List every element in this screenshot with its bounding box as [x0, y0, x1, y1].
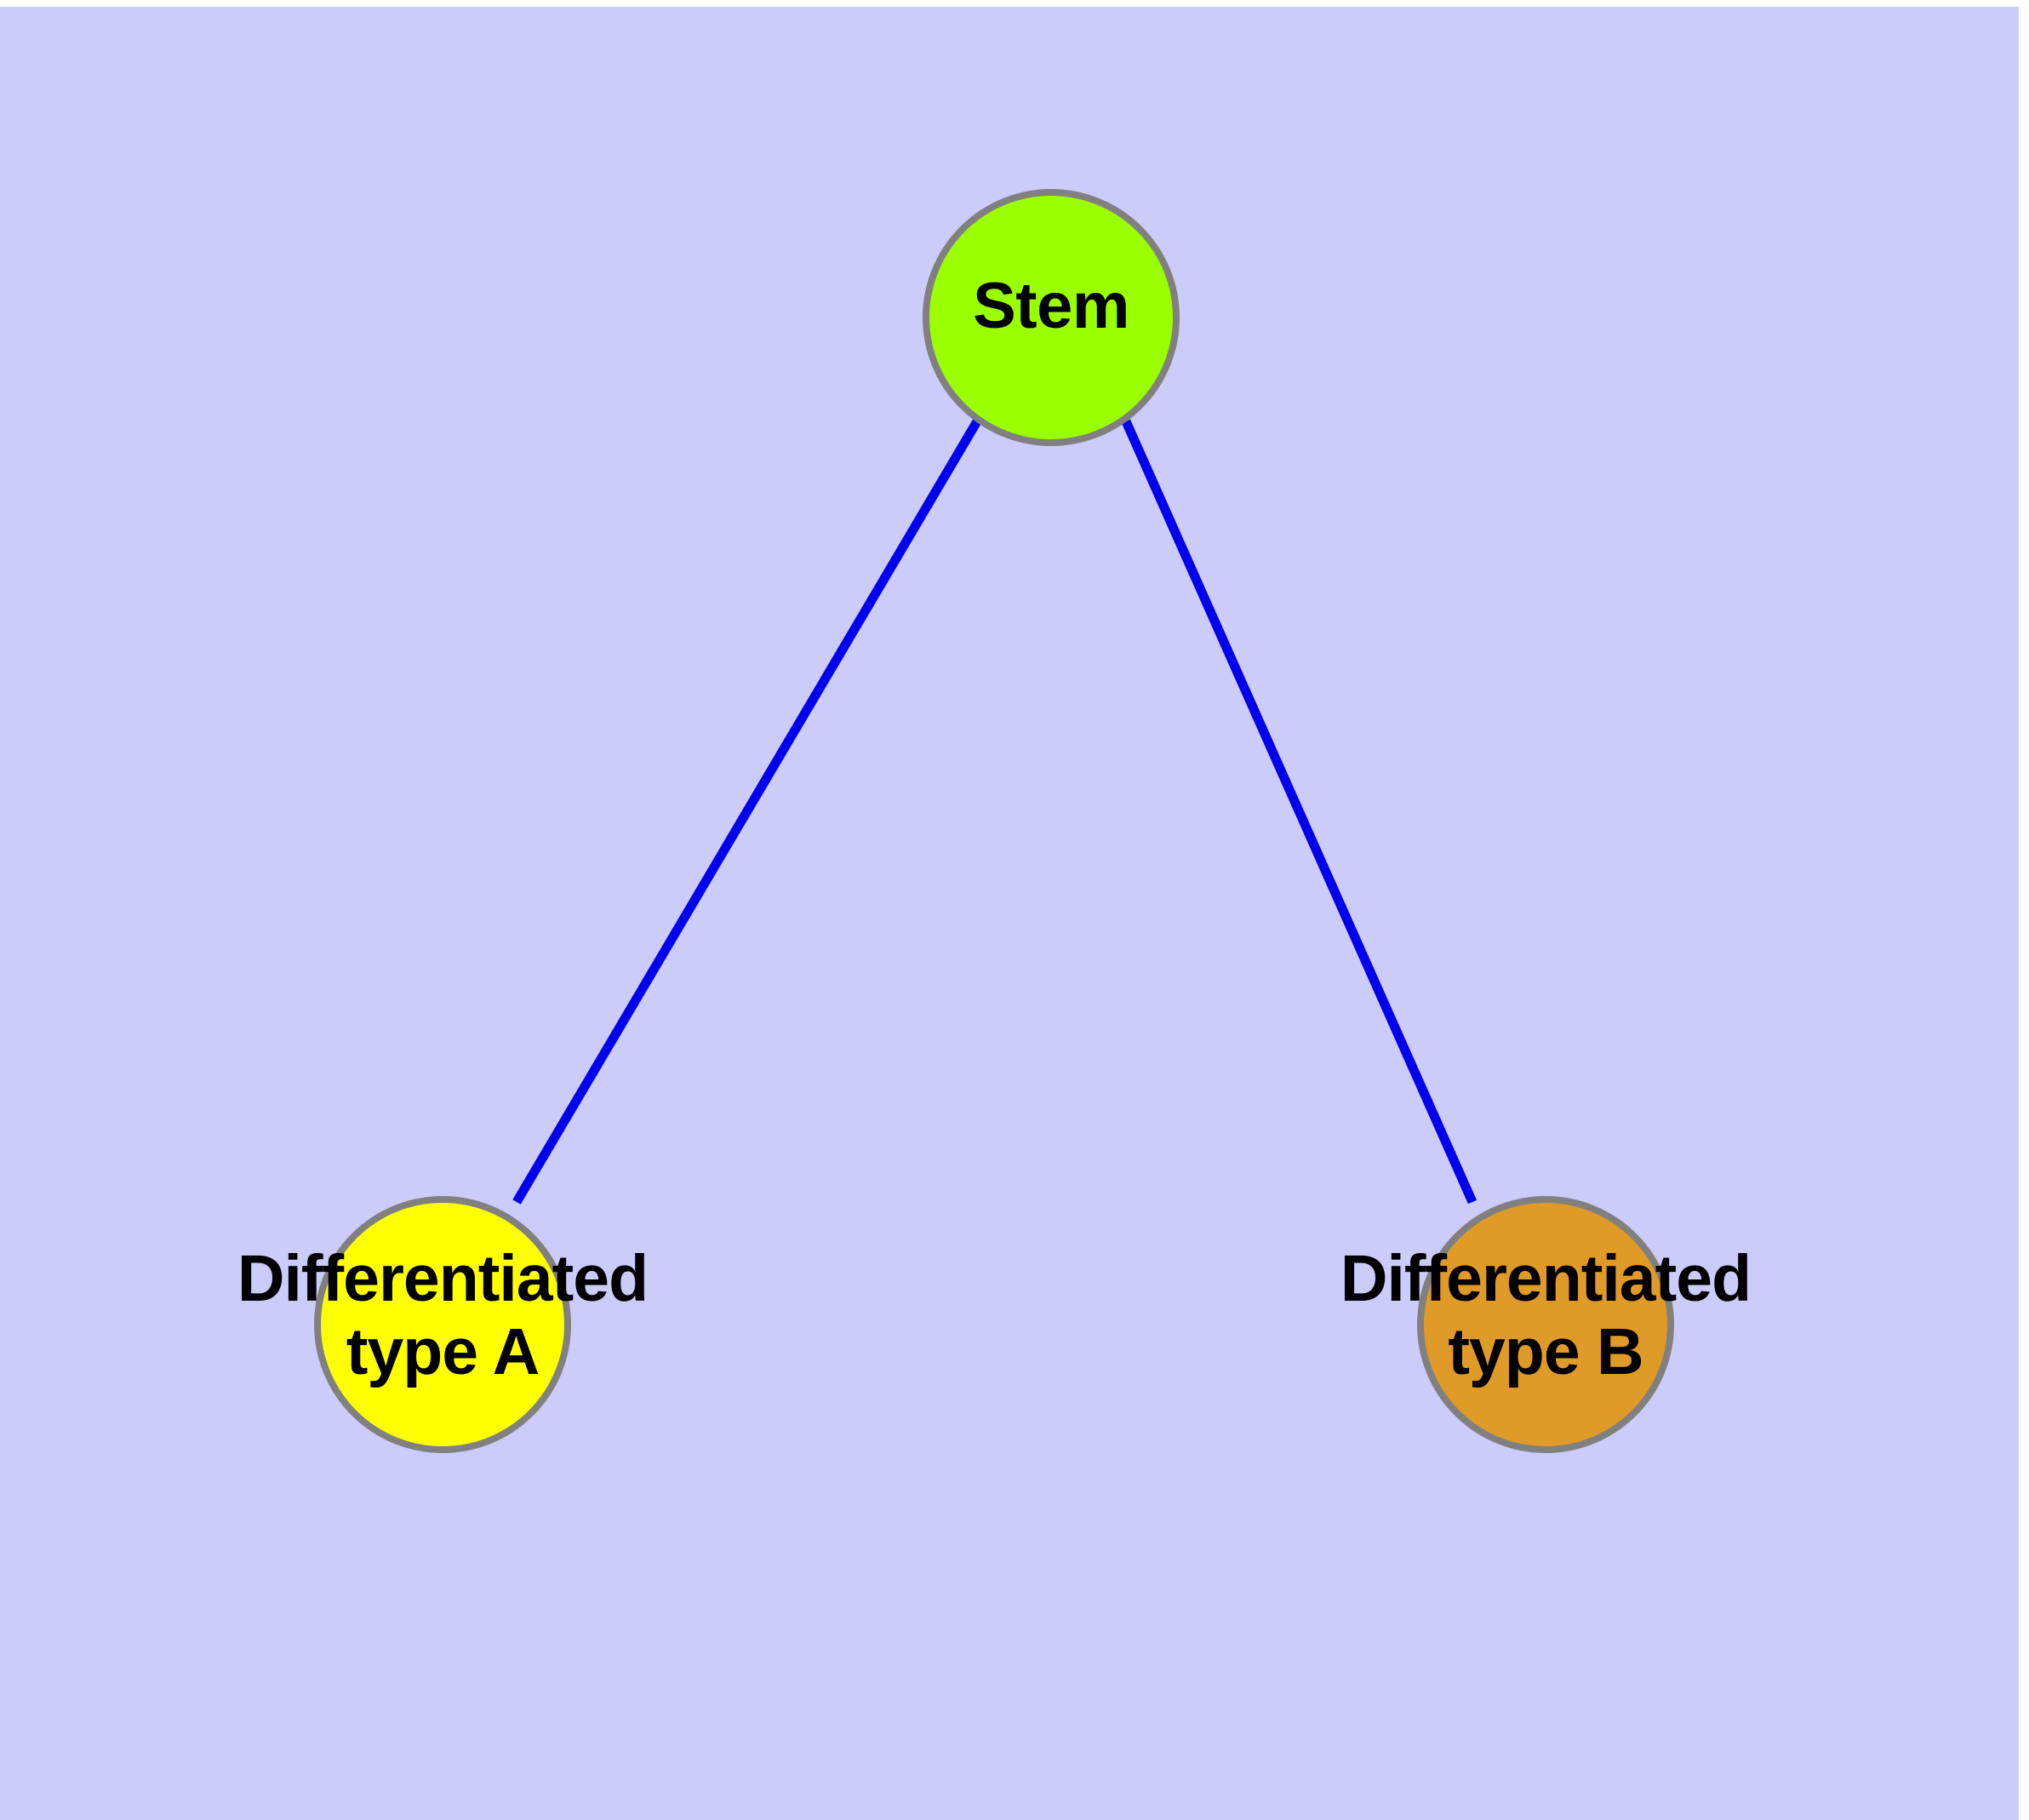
node-diff-b[interactable] — [1417, 1196, 1674, 1453]
diagram-background: Stem Differentiated type A Differentiate… — [0, 7, 2019, 1820]
node-stem[interactable] — [923, 189, 1180, 446]
node-diff-a[interactable] — [314, 1196, 571, 1453]
edge-layer — [512, 419, 1477, 1205]
graph-svg — [314, 189, 1674, 1453]
edge-stem-to-diff-a[interactable] — [512, 419, 981, 1205]
edge-stem-to-diff-b[interactable] — [1121, 419, 1477, 1205]
node-layer — [314, 189, 1674, 1453]
